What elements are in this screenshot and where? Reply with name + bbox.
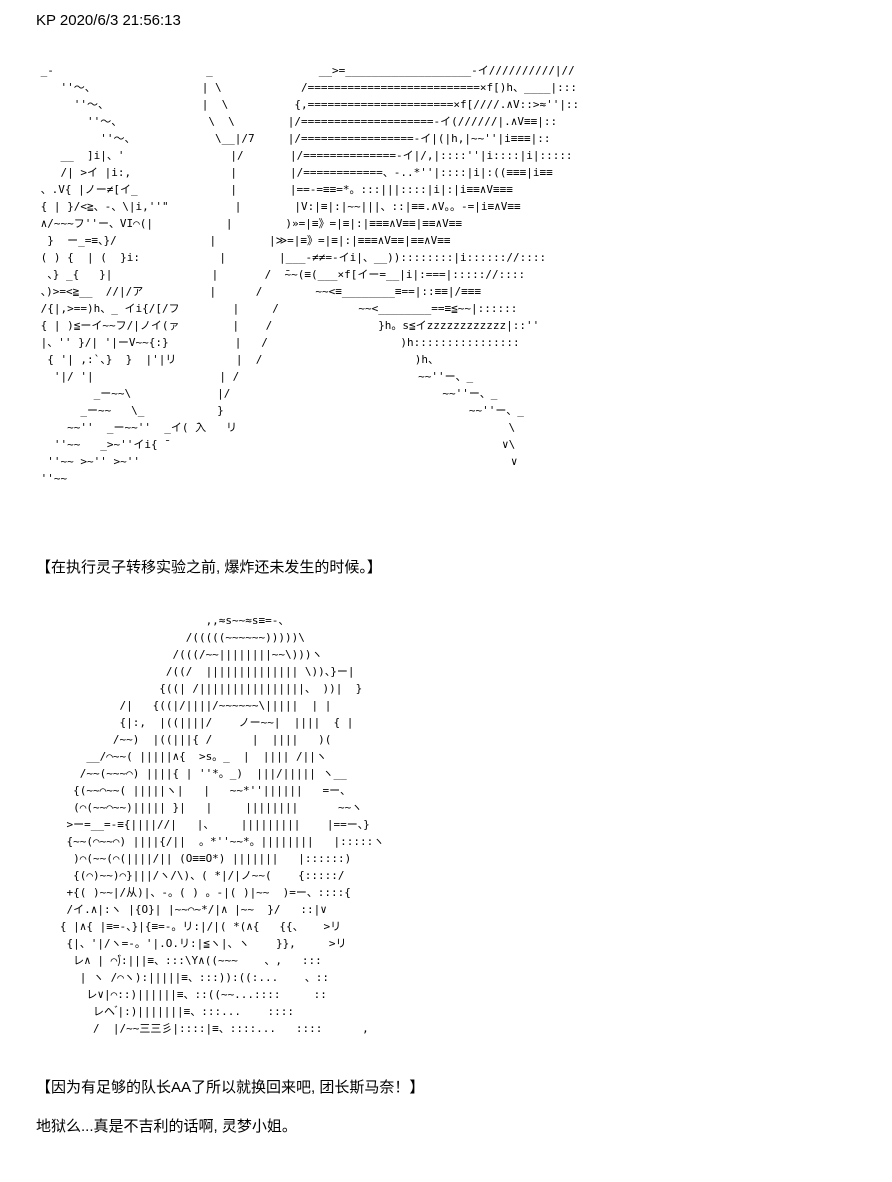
caption-scene: 【在执行灵子转移实验之前, 爆炸还未发生的时候。】: [36, 559, 382, 576]
ascii-art-scene: _- _ __>=___________________-イ//////////…: [40, 64, 580, 485]
post-timestamp: KP 2020/6/3 21:56:13: [36, 12, 181, 29]
caption-character: 【因为有足够的队长AA了所以就换回来吧, 团长斯马奈！】: [36, 1079, 425, 1096]
ascii-art-character: ,,≈s~~≈s≡=-、 /(((((~~~~~~)))))\ /(((/~~|…: [59, 614, 385, 1035]
dialogue-line: 地狱么...真是不吉利的话啊, 灵梦小姐。: [36, 1118, 297, 1135]
